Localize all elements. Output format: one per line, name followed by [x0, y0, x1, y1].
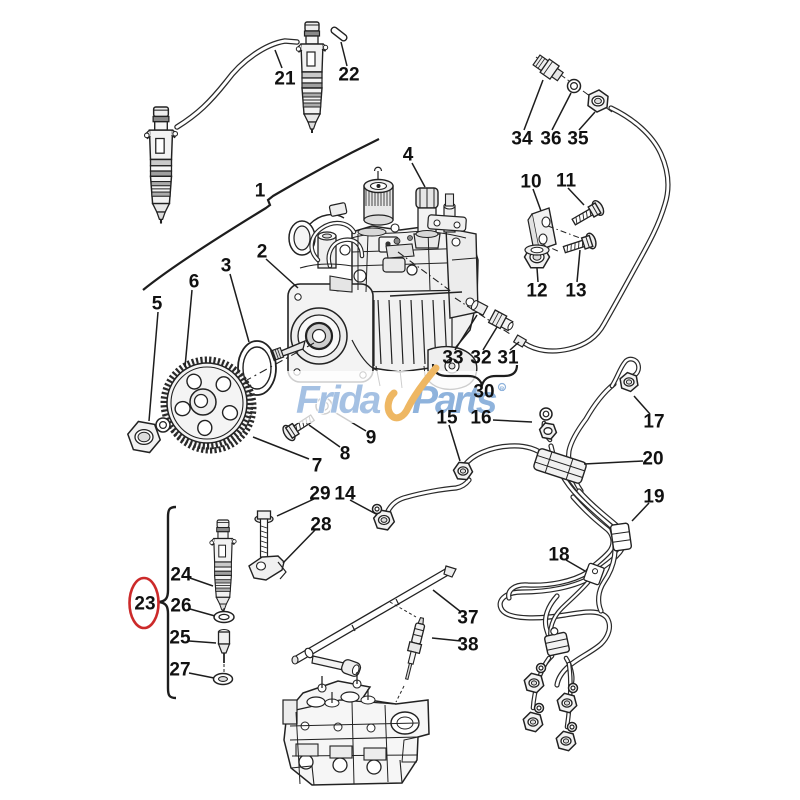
svg-text:25: 25 [169, 628, 191, 649]
svg-text:7: 7 [312, 456, 323, 477]
svg-text:12: 12 [526, 281, 547, 302]
svg-text:21: 21 [274, 69, 296, 90]
svg-text:18: 18 [548, 545, 569, 566]
svg-text:26: 26 [170, 596, 191, 617]
svg-text:31: 31 [497, 348, 519, 369]
svg-text:19: 19 [643, 487, 664, 508]
svg-text:8: 8 [340, 444, 351, 465]
svg-text:14: 14 [334, 484, 356, 505]
svg-text:20: 20 [642, 449, 663, 470]
svg-text:34: 34 [511, 129, 533, 150]
svg-text:37: 37 [457, 608, 478, 629]
svg-text:33: 33 [442, 348, 463, 369]
svg-text:R: R [500, 387, 505, 393]
svg-text:28: 28 [310, 515, 331, 536]
svg-text:Parts: Parts [412, 379, 497, 422]
svg-text:24: 24 [170, 565, 192, 586]
svg-text:32: 32 [470, 348, 491, 369]
svg-text:35: 35 [567, 129, 589, 150]
svg-text:36: 36 [540, 129, 561, 150]
svg-text:3: 3 [221, 256, 232, 277]
svg-text:2: 2 [257, 242, 268, 263]
svg-text:29: 29 [309, 484, 330, 505]
svg-text:6: 6 [189, 272, 200, 293]
svg-text:10: 10 [520, 172, 541, 193]
svg-text:27: 27 [169, 660, 190, 681]
svg-text:15: 15 [436, 408, 458, 429]
svg-text:4: 4 [403, 145, 414, 166]
svg-text:5: 5 [152, 294, 163, 315]
svg-text:11: 11 [556, 171, 577, 192]
svg-text:1: 1 [255, 181, 266, 202]
svg-text:22: 22 [338, 65, 359, 86]
svg-text:16: 16 [470, 408, 491, 429]
svg-text:17: 17 [643, 412, 664, 433]
svg-text:38: 38 [457, 635, 478, 656]
svg-text:Frida: Frida [296, 379, 381, 422]
svg-text:23: 23 [134, 594, 155, 615]
svg-text:9: 9 [366, 428, 377, 449]
svg-text:13: 13 [565, 281, 586, 302]
svg-text:30: 30 [473, 382, 494, 403]
